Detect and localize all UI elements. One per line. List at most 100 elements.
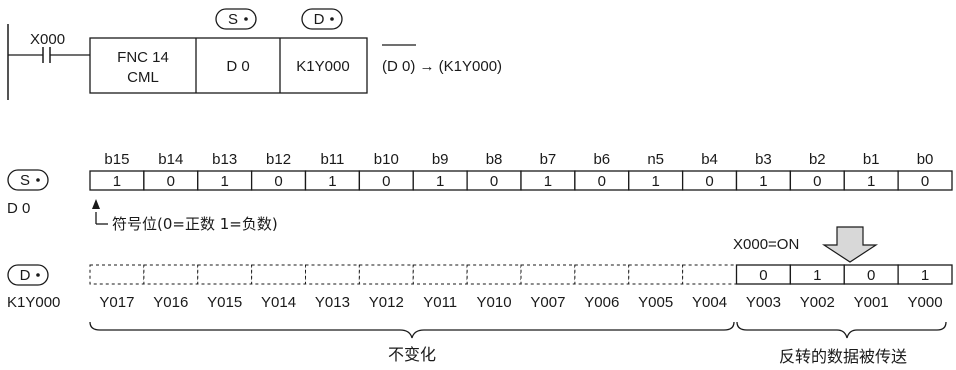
bit-label: b6 (593, 151, 610, 168)
dest-operand-tag: D (301, 8, 343, 30)
output-label: Y000 (908, 294, 943, 311)
source-bit-value: 0 (705, 173, 713, 190)
bit-label: b0 (917, 151, 934, 168)
svg-text:S: S (20, 172, 30, 189)
normally-open-contact (42, 47, 51, 63)
output-label: Y016 (153, 294, 188, 311)
source-bit-value: 0 (382, 173, 390, 190)
inverted-transfer-label: 反转的数据被传送 (779, 347, 907, 366)
bit-label: b14 (158, 151, 183, 168)
source-bit-value: 0 (813, 173, 821, 190)
dest-bit-cell-unchanged (574, 264, 630, 285)
dest-bit-cell-unchanged (682, 264, 737, 285)
unchanged-label: 不变化 (388, 345, 436, 364)
dest-bit-cell-unchanged (520, 264, 576, 285)
instruction-name: FNC 14 (117, 49, 169, 66)
dest-bit-cell-unchanged (628, 264, 684, 285)
instruction-box (89, 37, 368, 94)
bit-label: n5 (647, 151, 664, 168)
instruction-mnemonic: CML (127, 69, 159, 86)
sign-bit-note: 符号位(0=正数 1=负数) (92, 199, 278, 233)
bit-label: b10 (374, 151, 399, 168)
cml-expression: (D 0) → (K1Y000) (382, 44, 502, 75)
bit-label: b4 (701, 151, 718, 168)
dest-device: K1Y000 (7, 294, 60, 311)
output-label: Y002 (800, 294, 835, 311)
output-label: Y010 (477, 294, 512, 311)
source-bit-cells: 1 0 1 0 1 0 1 0 1 0 1 0 1 0 1 0 (89, 170, 953, 191)
source-bit-value: 0 (598, 173, 606, 190)
expression-target: → (K1Y000) (420, 58, 503, 75)
output-label: Y017 (99, 294, 134, 311)
dest-bit-cell-unchanged (143, 264, 199, 285)
source-device: D 0 (7, 200, 30, 217)
output-label: Y005 (638, 294, 673, 311)
source-bit-value: 1 (759, 173, 767, 190)
bit-label: b11 (320, 151, 344, 168)
dest-bit-value: 1 (813, 267, 821, 284)
svg-text:(D 0) → (K1Y000): (D 0) → (K1Y000) (382, 58, 502, 75)
source-bit-value: 1 (221, 173, 229, 190)
dest-bit-cell-unchanged (358, 264, 414, 285)
dest-bit-cells: 0 1 0 1 (89, 264, 953, 285)
bit-label: b1 (863, 151, 880, 168)
output-label: Y012 (369, 294, 404, 311)
sign-bit-arrow-icon (92, 199, 100, 209)
bit-label: b3 (755, 151, 772, 168)
transfer-down-arrow-icon (821, 226, 879, 263)
source-bit-value: 0 (274, 173, 282, 190)
dest-bit-cell-unchanged (89, 264, 145, 285)
ladder-rung: X000 FNC 14 CML D 0 K1Y000 S D (D 0) → (… (7, 8, 502, 100)
source-operand: D 0 (226, 58, 249, 75)
source-bit-value: 0 (490, 173, 498, 190)
source-bit-value: 0 (167, 173, 175, 190)
source-bit-value: 1 (652, 173, 660, 190)
dest-bit-cell (897, 264, 953, 285)
source-tag: S (7, 169, 49, 191)
dest-bit-value: 1 (921, 267, 929, 284)
source-word: S D 0 1 0 1 0 1 0 1 0 1 0 1 0 1 0 1 0 (7, 169, 953, 217)
bit-label: b8 (486, 151, 503, 168)
output-label: Y007 (530, 294, 565, 311)
unchanged-brace (89, 321, 735, 339)
output-label: Y004 (692, 294, 727, 311)
sign-bit-description: 符号位(0=正数 1=负数) (112, 215, 278, 233)
dest-bit-value: 0 (759, 267, 767, 284)
source-bit-value: 1 (113, 173, 121, 190)
dest-bit-cell-unchanged (466, 264, 522, 285)
source-bit-value: 1 (544, 173, 552, 190)
output-label: Y011 (423, 294, 457, 311)
bit-label: b13 (212, 151, 237, 168)
output-label: Y015 (207, 294, 242, 311)
svg-text:S: S (228, 11, 238, 28)
dest-bit-cell-unchanged (305, 264, 360, 285)
svg-text:D: D (20, 267, 31, 284)
dest-bit-cell-unchanged (251, 264, 306, 285)
output-label: Y001 (854, 294, 889, 311)
source-bit-value: 0 (921, 173, 929, 190)
bit-label: b2 (809, 151, 826, 168)
source-bit-value: 1 (436, 173, 444, 190)
output-label: Y014 (261, 294, 296, 311)
output-label: Y006 (584, 294, 619, 311)
expression-source: D 0 (387, 58, 410, 75)
bit-label: b9 (432, 151, 449, 168)
contact-label: X000 (30, 31, 65, 48)
source-bit-cell (897, 170, 953, 191)
source-bit-value: 1 (328, 173, 336, 190)
dest-operand: K1Y000 (296, 58, 349, 75)
bit-label: b15 (104, 151, 129, 168)
bit-label: b12 (266, 151, 291, 168)
svg-text:D: D (314, 11, 325, 28)
output-label: Y013 (315, 294, 350, 311)
output-label-row: Y017 Y016 Y015 Y014 Y013 Y012 Y011 Y010 Y007 Y006… (99, 294, 942, 311)
dest-tag: D (7, 264, 49, 286)
source-operand-tag: S (215, 8, 257, 30)
dest-bit-value: 0 (867, 267, 875, 284)
source-bit-value: 1 (867, 173, 875, 190)
dest-bit-cell-unchanged (412, 264, 468, 285)
dest-bit-cell-unchanged (197, 264, 253, 285)
